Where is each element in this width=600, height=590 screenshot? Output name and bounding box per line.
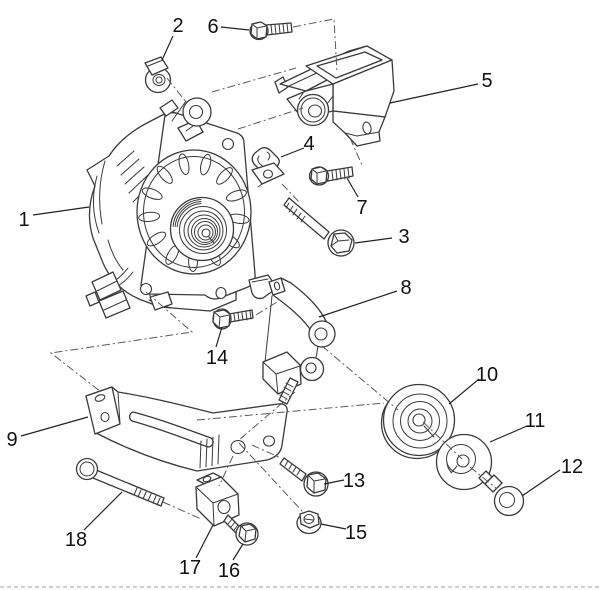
callout-label-8: 8 [400,277,411,299]
leader-line-6 [220,26,250,31]
part-idler-bracket [262,277,336,405]
callout-label-9: 9 [6,429,17,451]
part-bolt-7 [308,166,354,186]
part-adjusting-brace [85,386,288,472]
leader-line-11 [489,425,528,443]
leader-line-17 [195,524,214,559]
leader-line-12 [521,469,561,497]
callout-label-13: 13 [343,470,365,492]
part-long-bolt-18 [75,457,165,507]
callout-label-15: 15 [345,522,367,544]
part-alternator [85,97,278,319]
callout-label-12: 12 [561,456,583,478]
part-pulley-bolt [478,470,525,517]
leader-line-16 [232,543,244,561]
part-bolt-13 [279,457,329,497]
part-bolt-14 [212,308,254,330]
callout-label-7: 7 [356,197,367,219]
part-mounting-block [195,472,240,527]
leader-line-2 [161,35,174,61]
leader-line-7 [346,177,359,198]
callout-label-11: 11 [525,410,546,432]
callout-label-14: 14 [206,347,228,369]
part-flange-nut-2 [144,56,172,94]
callout-label-3: 3 [398,226,409,248]
leader-line-14 [215,326,223,348]
callout-label-1: 1 [18,209,29,231]
part-idler-pulley [380,383,456,460]
leader-line-8 [318,290,398,318]
part-long-bolt-3 [283,197,355,257]
callout-label-6: 6 [207,16,218,38]
alternator-wire-connector [85,267,134,319]
leader-line-4 [280,147,305,158]
leader-line-10 [448,378,480,405]
alternator-pulley [169,196,235,262]
callout-label-16: 16 [218,560,240,582]
leader-line-1 [32,206,90,216]
part-bolt-6 [249,21,293,41]
leader-line-15 [320,523,347,530]
leader-line-5 [389,83,479,104]
projection-lines [49,18,498,520]
callout-label-17: 17 [179,557,201,579]
callout-label-2: 2 [172,15,183,37]
leader-line-9 [20,416,89,437]
callout-label-4: 4 [303,133,314,155]
leader-line-3 [354,237,393,244]
leader-line-13 [323,479,345,485]
callout-label-10: 10 [476,364,498,386]
part-bolt-16 [223,514,259,546]
part-retaining-clip [251,147,285,188]
callout-label-5: 5 [481,70,492,92]
part-upper-mounting-bracket [274,45,395,147]
part-flange-nut-15 [296,510,322,535]
leader-line-18 [83,491,123,531]
callout-label-18: 18 [65,529,87,551]
